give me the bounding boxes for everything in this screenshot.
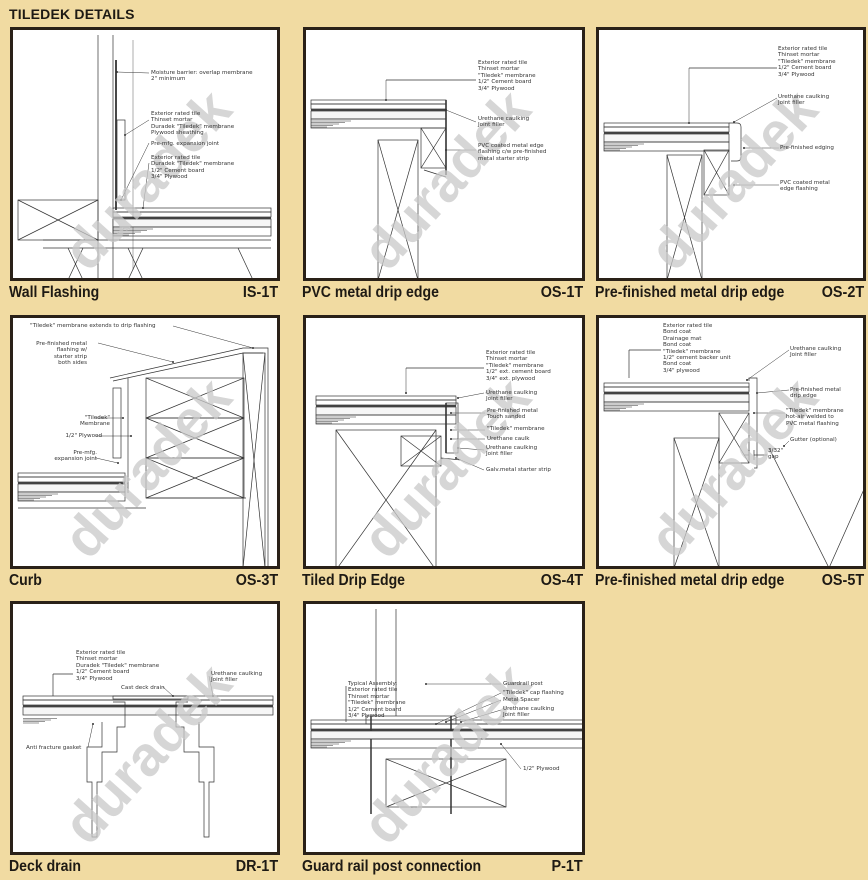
detail-caption: Wall Flashing	[9, 284, 100, 301]
detail-caption: Tiled Drip Edge	[302, 572, 406, 589]
annotation-label: Urethane caulking Joint filler	[478, 116, 530, 129]
annotation-label: Pre-mfg. expansion joint	[54, 450, 97, 463]
annotation-label: PVC coated metal edge flashing c/w pre-f…	[478, 143, 547, 162]
annotation-label: Exterior rated tile Duradek "Tiledek" me…	[151, 155, 235, 181]
annotation-label: Pre-finished metal flashing w/ starter s…	[36, 341, 87, 367]
annotation-label: 1/2" Plywood	[523, 766, 560, 772]
annotation-label: Exterior rated tile Thinset mortar Durad…	[76, 650, 160, 682]
detail-code: OS-1T	[540, 284, 583, 301]
annotation-label: Galv.metal starter strip	[486, 467, 551, 473]
annotation-label: Pre-finished metal drip edge	[790, 387, 841, 400]
annotation-label: "Tiledek" Membrane	[80, 415, 110, 428]
annotation-label: Gutter (optional)	[790, 437, 837, 443]
detail-code: IS-1T	[242, 284, 278, 301]
section-drawing	[310, 79, 477, 278]
annotation-label: Exterior rated tile Thinset mortar "Tile…	[778, 46, 836, 78]
annotation-label: Urethane caulking Joint filler	[211, 671, 263, 684]
annotation-label: "Tiledek" cap flashing	[503, 690, 564, 696]
annotation-label: Anti fracture gasket	[26, 745, 82, 751]
section-drawing	[17, 325, 269, 566]
detail-code: OS-4T	[540, 572, 583, 589]
detail-code: P-1T	[551, 858, 583, 875]
section-drawing	[17, 35, 272, 278]
annotation-label: Urethane caulking Joint filler	[790, 346, 842, 359]
annotation-label: Moisture barrier: overlap membrane 2" mi…	[151, 70, 253, 83]
detail-caption: PVC metal drip edge	[302, 284, 439, 301]
annotation-label: Exterior rated tile Thinset mortar "Tile…	[478, 60, 536, 92]
annotation-label: Urethane caulk	[487, 436, 530, 442]
section-drawing	[603, 67, 779, 278]
annotation-label: 1/2" Plywood	[65, 433, 102, 439]
annotation-label: Cast deck drain	[121, 685, 165, 691]
detail-drawing-os-3t: duradek"Tiledek" membrane extends to dri…	[10, 315, 280, 569]
annotation-label: "Tiledek" membrane hot-air welded to PVC…	[786, 408, 844, 427]
annotation-label: Exterior rated tile Thinset mortar "Tile…	[486, 350, 551, 382]
page-title: TILEDEK DETAILS	[9, 6, 135, 22]
annotation-label: "Tiledek" membrane	[487, 426, 545, 432]
detail-caption: Pre-finished metal drip edge	[595, 284, 785, 301]
detail-caption: Deck drain	[9, 858, 81, 875]
annotation-label: Exterior rated tile Thinset mortar Durad…	[151, 111, 235, 137]
annotation-label: Pre-finished edging	[780, 145, 834, 151]
section-drawing	[315, 367, 485, 566]
detail-code: DR-1T	[235, 858, 278, 875]
detail-caption: Pre-finished metal drip edge	[595, 572, 785, 589]
detail-code: OS-5T	[821, 572, 864, 589]
annotation-label: Urethane caulking Joint filler	[486, 390, 538, 403]
annotation-label: Pre-mfg. expansion joint	[151, 141, 220, 147]
annotation-label: Metal Spacer	[503, 697, 540, 703]
detail-caption: Curb	[9, 572, 42, 589]
section-drawing	[310, 609, 582, 814]
annotation-label: 3/32" gap	[768, 448, 784, 461]
annotation-label: PVC coated metal edge flashing	[780, 180, 830, 193]
section-drawing	[22, 673, 274, 838]
detail-caption: Guard rail post connection	[302, 858, 482, 875]
annotation-label: Exterior rated tile Bond coat Drainage m…	[663, 323, 731, 374]
annotation-label: Urethane caulking Joint filler	[486, 445, 538, 458]
annotation-label: Guardrail post	[503, 681, 543, 687]
annotation-label: Typical Assembly: Exterior rated tile Th…	[348, 681, 406, 720]
section-drawing	[603, 349, 863, 566]
detail-code: OS-2T	[821, 284, 864, 301]
annotation-label: Pre-finished metal Touch sanded	[487, 408, 538, 421]
detail-code: OS-3T	[235, 572, 278, 589]
annotation-label: "Tiledek" membrane extends to drip flash…	[30, 323, 156, 329]
annotation-label: Urethane caulking Joint filler	[778, 94, 830, 107]
annotation-label: Urethane caulking Joint filler	[503, 706, 555, 719]
